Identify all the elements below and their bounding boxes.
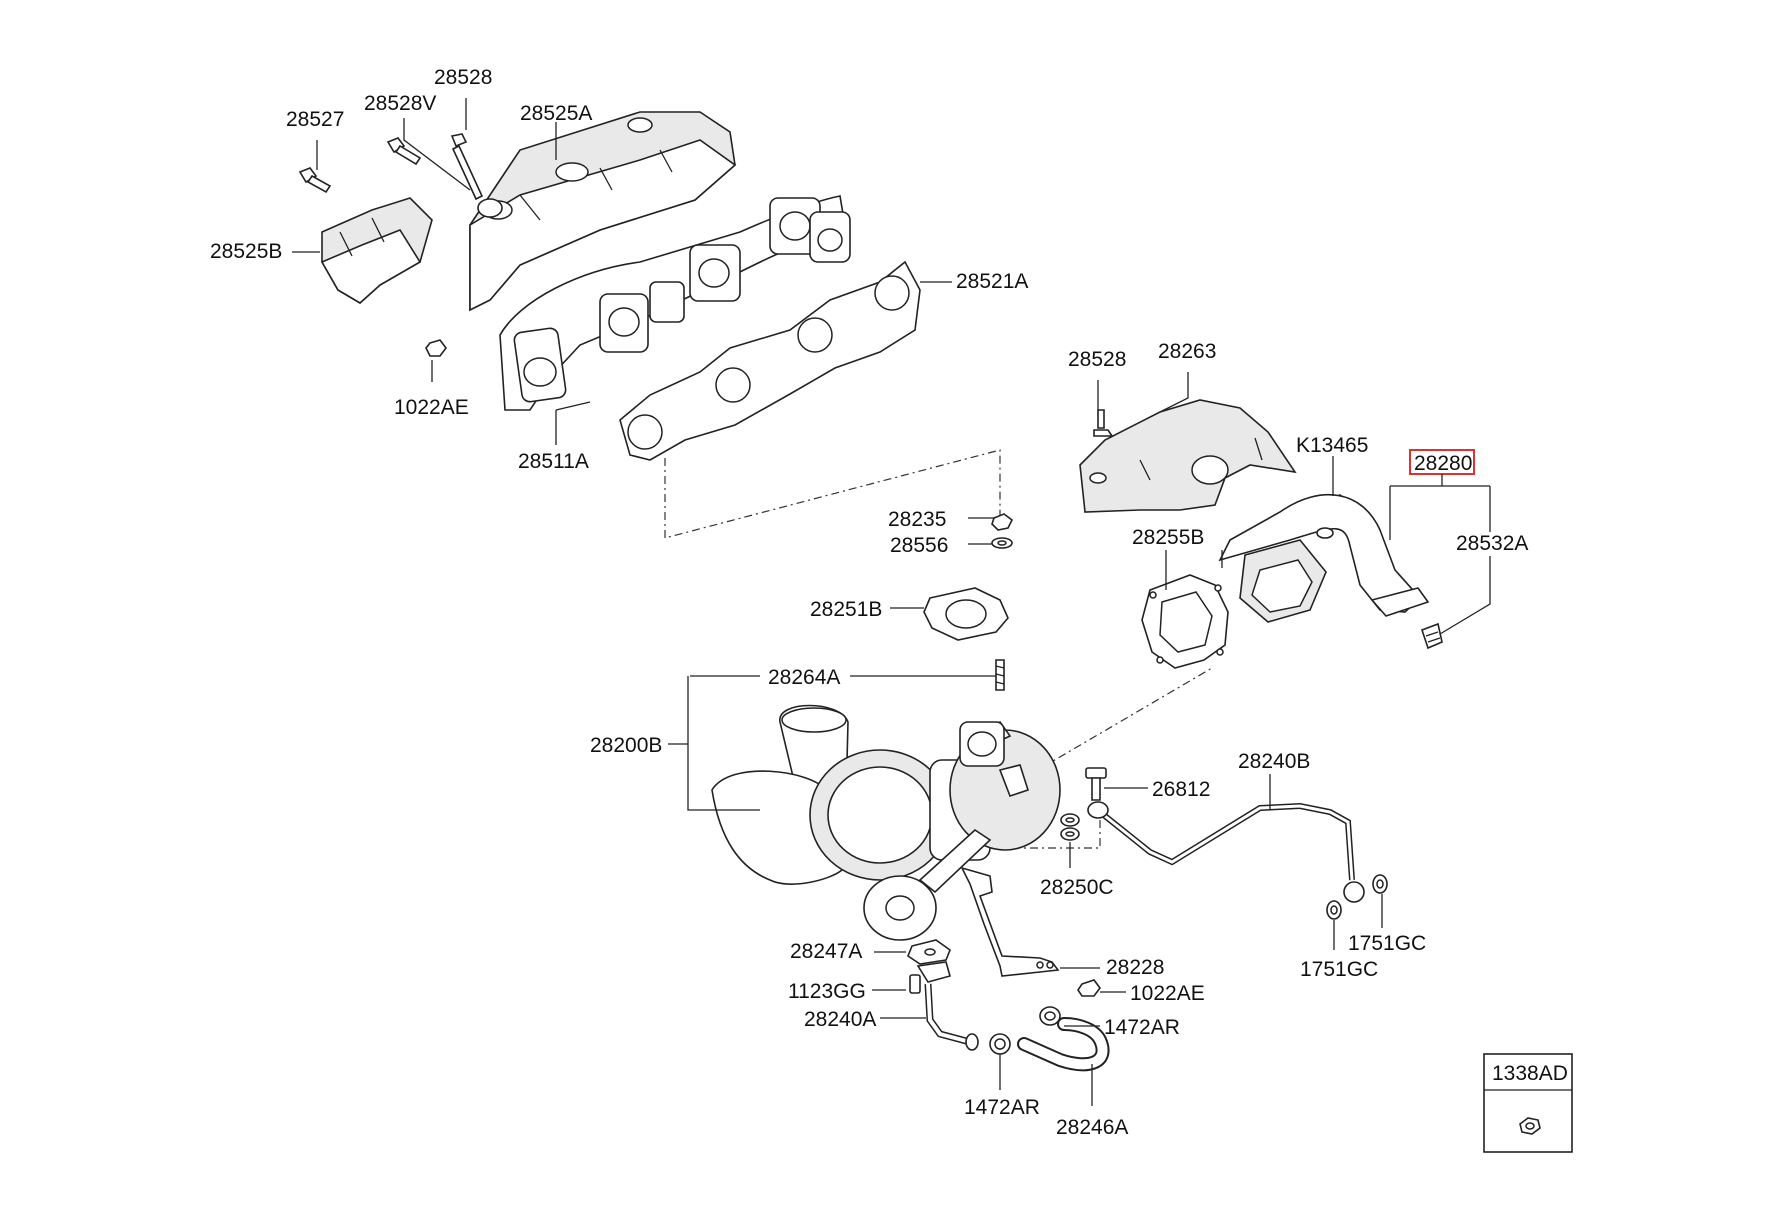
exhaust-pipe-assembly[interactable] xyxy=(1218,493,1430,623)
bolt-28528-top[interactable] xyxy=(450,133,503,218)
gasket-28247a[interactable] xyxy=(907,939,951,965)
label-28528-mid[interactable]: 28528 xyxy=(1068,348,1126,371)
stud-28264a[interactable] xyxy=(995,659,1005,691)
nut-1022ae-top[interactable] xyxy=(425,339,447,357)
label-28532a[interactable]: 28532A xyxy=(1456,532,1528,555)
bolt-1123gg[interactable] xyxy=(909,974,921,994)
bolt-28527[interactable] xyxy=(298,167,332,194)
label-28556[interactable]: 28556 xyxy=(890,534,948,557)
bolt-28528-mid[interactable] xyxy=(1093,409,1114,437)
leader-lines xyxy=(292,98,1491,1106)
label-28528v[interactable]: 28528V xyxy=(364,92,436,115)
heat-protector[interactable] xyxy=(1079,399,1297,513)
hose-28246a[interactable] xyxy=(1017,1017,1110,1072)
oil-return-pipe[interactable] xyxy=(916,961,979,1051)
washer-28250c[interactable] xyxy=(1060,813,1080,841)
oil-feed-pipe[interactable] xyxy=(1087,801,1365,903)
label-28246a[interactable]: 28246A xyxy=(1056,1116,1128,1139)
label-26812[interactable]: 26812 xyxy=(1152,778,1210,801)
part-box-1338ad[interactable]: 1338AD xyxy=(1483,1053,1573,1153)
label-1123gg[interactable]: 1123GG xyxy=(788,980,866,1003)
nut-28235[interactable] xyxy=(991,513,1014,531)
label-28200b[interactable]: 28200B xyxy=(590,734,662,757)
label-28240b[interactable]: 28240B xyxy=(1238,750,1310,773)
label-1472ar-a[interactable]: 1472AR xyxy=(1104,1016,1180,1039)
heat-shield-lower[interactable] xyxy=(320,197,433,304)
exhaust-gasket[interactable] xyxy=(1141,574,1229,669)
washer-28556[interactable] xyxy=(991,537,1013,549)
nut-1022ae-bottom[interactable] xyxy=(1077,979,1101,997)
label-28240a[interactable]: 28240A xyxy=(804,1008,876,1031)
bolt-28528v[interactable] xyxy=(386,137,422,166)
clamp-1472ar-a[interactable] xyxy=(989,1033,1011,1055)
label-28528-top[interactable]: 28528 xyxy=(434,66,492,89)
bracket-28228[interactable] xyxy=(960,866,1060,977)
washer-1751gc-a[interactable] xyxy=(1372,874,1388,894)
gasket-28251b[interactable] xyxy=(923,587,1009,641)
bolt-26812[interactable] xyxy=(1085,767,1107,801)
label-1751gc-b[interactable]: 1751GC xyxy=(1300,958,1378,981)
label-28251b[interactable]: 28251B xyxy=(810,598,882,621)
exhaust-manifold[interactable] xyxy=(499,195,851,411)
label-28263[interactable]: 28263 xyxy=(1158,340,1216,363)
label-1751gc-a[interactable]: 1751GC xyxy=(1348,932,1426,955)
label-1022ae-bottom[interactable]: 1022AE xyxy=(1130,982,1205,1005)
label-28250c[interactable]: 28250C xyxy=(1040,876,1114,899)
part-labels: 28527 28528V 28528 28525A 28525B 28521A … xyxy=(210,66,1528,1139)
label-28264a[interactable]: 28264A xyxy=(768,666,840,689)
manifold-gasket[interactable] xyxy=(619,260,921,461)
washer-1751gc-b[interactable] xyxy=(1326,900,1342,920)
label-28228[interactable]: 28228 xyxy=(1106,956,1164,979)
label-28280[interactable]: 28280 xyxy=(1414,452,1472,475)
label-28511a[interactable]: 28511A xyxy=(518,450,589,473)
label-28247a[interactable]: 28247A xyxy=(790,940,862,963)
clamp-1472ar-b[interactable] xyxy=(1039,1006,1061,1026)
label-28235[interactable]: 28235 xyxy=(888,508,946,531)
label-28521a[interactable]: 28521A xyxy=(956,270,1028,293)
label-28255b[interactable]: 28255B xyxy=(1132,526,1204,549)
label-28527[interactable]: 28527 xyxy=(286,108,344,131)
label-1338ad: 1338AD xyxy=(1492,1062,1568,1085)
label-1472ar-b[interactable]: 1472AR xyxy=(964,1096,1040,1119)
stud-28532a[interactable] xyxy=(1420,622,1443,650)
label-k13465[interactable]: K13465 xyxy=(1296,434,1368,457)
label-1022ae-top[interactable]: 1022AE xyxy=(394,396,469,419)
turbocharger-assembly[interactable] xyxy=(711,704,1061,941)
label-28525b[interactable]: 28525B xyxy=(210,240,282,263)
label-28525a[interactable]: 28525A xyxy=(520,102,592,125)
